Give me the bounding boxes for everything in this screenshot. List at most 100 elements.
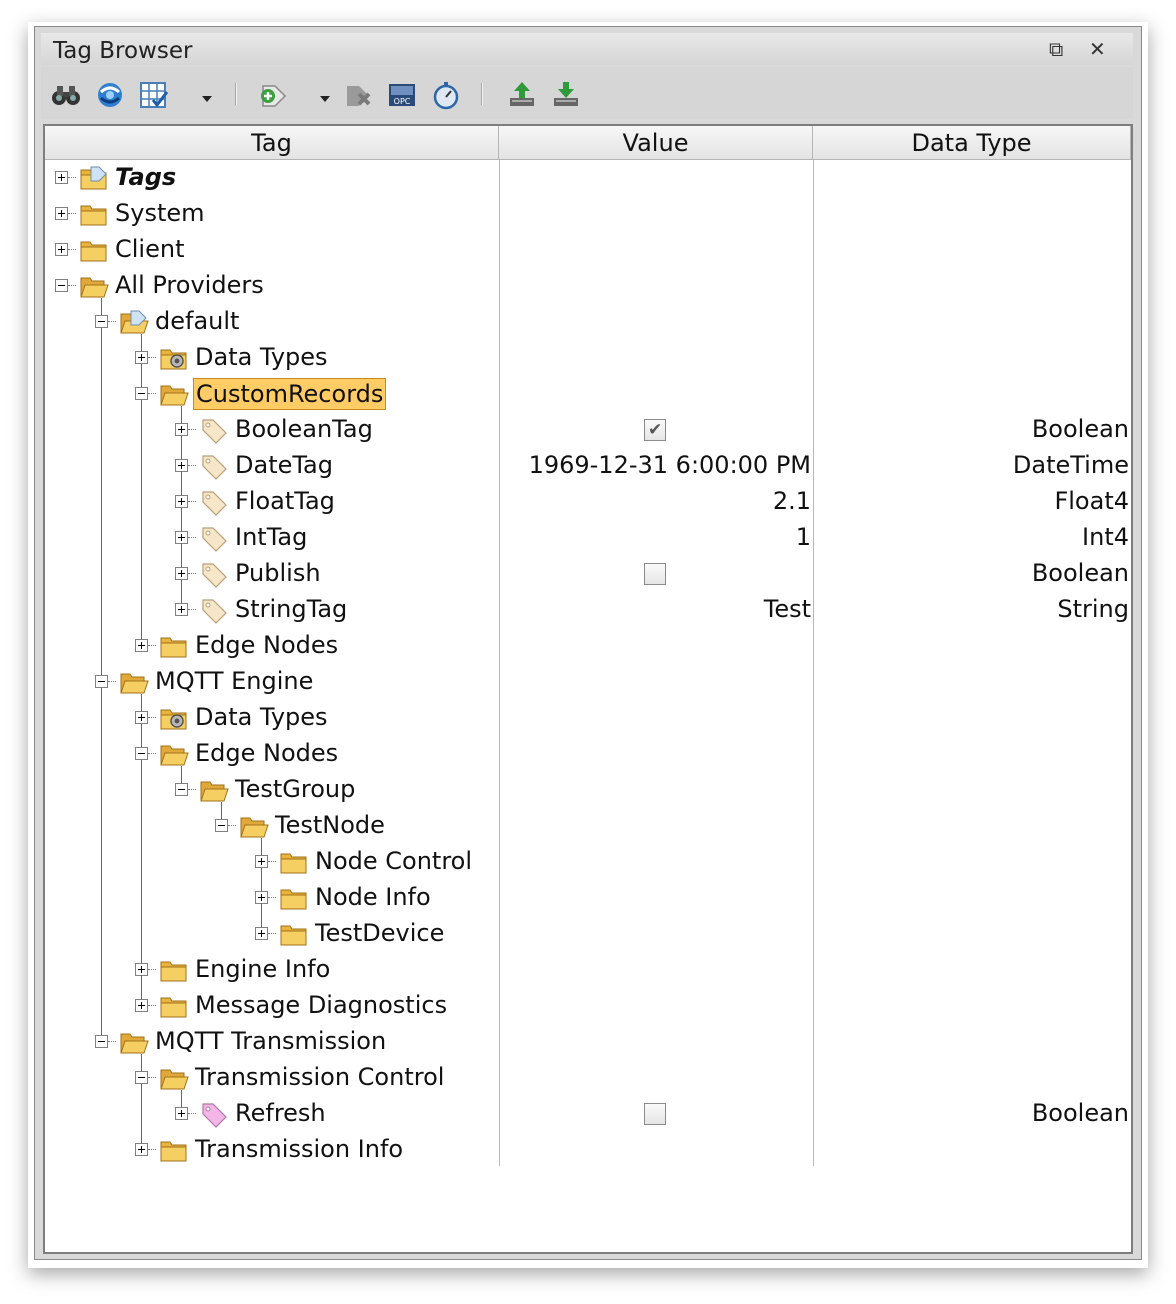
expand-icon[interactable] <box>135 1143 148 1156</box>
tree-item-label[interactable]: Node Info <box>315 883 431 911</box>
tree-item-label[interactable]: MQTT Engine <box>155 667 314 695</box>
column-header-tag[interactable]: Tag <box>45 126 499 160</box>
column-header-value[interactable]: Value <box>499 126 813 160</box>
tree-item-label[interactable]: TestGroup <box>235 775 356 803</box>
expand-icon[interactable] <box>55 171 68 184</box>
tag-value[interactable]: 1 <box>795 523 811 551</box>
value-checkbox[interactable]: ✔ <box>644 419 666 441</box>
tree-row[interactable]: Transmission Control <box>45 1060 1131 1096</box>
refresh-globe-icon[interactable] <box>95 80 125 110</box>
tree-row[interactable]: MQTT Transmission <box>45 1024 1131 1060</box>
export-icon[interactable] <box>507 80 537 110</box>
column-header-data-type[interactable]: Data Type <box>813 126 1131 160</box>
expand-icon[interactable] <box>135 999 148 1012</box>
expand-icon[interactable] <box>255 891 268 904</box>
tree-row[interactable]: TestNode <box>45 808 1131 844</box>
expand-icon[interactable] <box>135 351 148 364</box>
expand-icon[interactable] <box>55 243 68 256</box>
tree-row[interactable]: default <box>45 304 1131 340</box>
add-tag-icon[interactable] <box>257 80 287 110</box>
tree-item-label[interactable]: FloatTag <box>235 487 335 515</box>
tree-item-label[interactable]: default <box>155 307 240 335</box>
expand-icon[interactable] <box>55 207 68 220</box>
close-icon[interactable]: ✕ <box>1089 37 1106 61</box>
opc-icon[interactable]: OPC <box>387 80 417 110</box>
tree-item-label[interactable]: Data Types <box>195 343 328 371</box>
tree-row[interactable]: Node Control <box>45 844 1131 880</box>
tree-item-label[interactable]: Engine Info <box>195 955 331 983</box>
tree-item-label[interactable]: Edge Nodes <box>195 739 339 767</box>
collapse-icon[interactable] <box>95 675 108 688</box>
tree-item-label[interactable]: Tags <box>115 163 177 191</box>
import-icon[interactable] <box>551 80 581 110</box>
tree-item-label[interactable]: All Providers <box>115 271 264 299</box>
tree-item-label[interactable]: System <box>115 199 205 227</box>
tree-row[interactable]: Data Types <box>45 340 1131 376</box>
tree-row[interactable]: CustomRecords <box>45 376 1131 412</box>
tree-item-label[interactable]: Transmission Control <box>195 1063 445 1091</box>
stopwatch-icon[interactable] <box>431 80 461 110</box>
tree-row[interactable]: Tags <box>45 160 1131 196</box>
tree-item-label[interactable]: Refresh <box>235 1099 326 1127</box>
expand-icon[interactable] <box>175 423 188 436</box>
tree-item-label[interactable]: Node Control <box>315 847 473 875</box>
value-checkbox[interactable] <box>644 563 666 585</box>
dropdown-arrow-icon[interactable] <box>201 89 213 102</box>
collapse-icon[interactable] <box>55 279 68 292</box>
tree-item-label[interactable]: CustomRecords <box>193 378 387 410</box>
tree-item-label[interactable]: TestNode <box>275 811 385 839</box>
expand-icon[interactable] <box>175 567 188 580</box>
expand-icon[interactable] <box>175 495 188 508</box>
expand-icon[interactable] <box>175 531 188 544</box>
tag-value[interactable]: Test <box>763 595 811 623</box>
expand-icon[interactable] <box>255 927 268 940</box>
tree-row[interactable]: BooleanTag✔Boolean <box>45 412 1131 448</box>
grid-check-icon[interactable] <box>139 80 169 110</box>
collapse-icon[interactable] <box>175 783 188 796</box>
tree-row[interactable]: System <box>45 196 1131 232</box>
tree-row[interactable]: TestDevice <box>45 916 1131 952</box>
tree-item-label[interactable]: BooleanTag <box>235 415 373 443</box>
tree-item-label[interactable]: IntTag <box>235 523 308 551</box>
collapse-icon[interactable] <box>215 819 228 832</box>
tree-item-label[interactable]: MQTT Transmission <box>155 1027 387 1055</box>
tree-item-label[interactable]: Client <box>115 235 185 263</box>
tag-value[interactable]: 1969-12-31 6:00:00 PM <box>528 451 811 479</box>
tree-row[interactable]: TestGroup <box>45 772 1131 808</box>
collapse-icon[interactable] <box>135 1071 148 1084</box>
binoculars-icon[interactable] <box>51 80 81 110</box>
expand-icon[interactable] <box>255 855 268 868</box>
tree-row[interactable]: Edge Nodes <box>45 628 1131 664</box>
collapse-icon[interactable] <box>135 747 148 760</box>
tree-row[interactable]: Client <box>45 232 1131 268</box>
tree-row[interactable]: Node Info <box>45 880 1131 916</box>
tree-item-label[interactable]: Transmission Info <box>195 1135 404 1163</box>
tree-item-label[interactable]: Edge Nodes <box>195 631 339 659</box>
collapse-icon[interactable] <box>95 315 108 328</box>
tree-item-label[interactable]: Message Diagnostics <box>195 991 448 1019</box>
expand-icon[interactable] <box>135 963 148 976</box>
tree-item-label[interactable]: TestDevice <box>315 919 445 947</box>
tree-row[interactable]: Edge Nodes <box>45 736 1131 772</box>
expand-icon[interactable] <box>175 1107 188 1120</box>
tree-row[interactable]: Transmission Info <box>45 1132 1131 1168</box>
tree-row[interactable]: MQTT Engine <box>45 664 1131 700</box>
tree-item-label[interactable]: DateTag <box>235 451 333 479</box>
expand-icon[interactable] <box>135 711 148 724</box>
tree-row[interactable]: Message Diagnostics <box>45 988 1131 1024</box>
tree-row[interactable]: Data Types <box>45 700 1131 736</box>
tree-row[interactable]: Engine Info <box>45 952 1131 988</box>
tree-item-label[interactable]: Publish <box>235 559 321 587</box>
tag-value[interactable]: 2.1 <box>772 487 811 515</box>
expand-icon[interactable] <box>175 603 188 616</box>
restore-icon[interactable]: ⧉ <box>1049 37 1064 61</box>
dropdown-arrow-icon[interactable] <box>319 89 331 102</box>
expand-icon[interactable] <box>135 639 148 652</box>
collapse-icon[interactable] <box>135 387 148 400</box>
